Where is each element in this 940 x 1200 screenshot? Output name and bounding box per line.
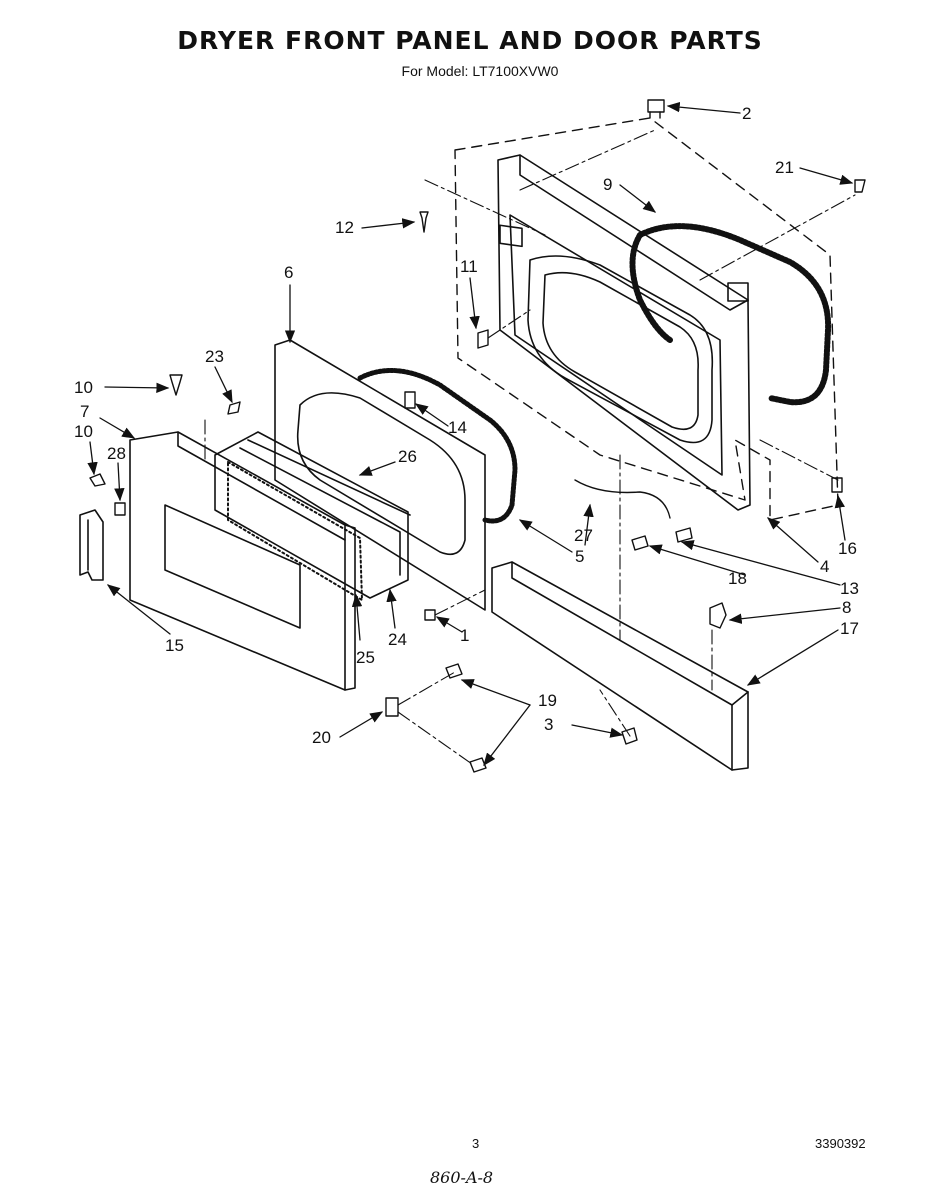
callout-25: 25	[356, 648, 375, 667]
callout-10-left: 10	[74, 422, 93, 441]
dashed-assembly-outline	[454, 117, 839, 521]
callout-10-top: 10	[74, 378, 93, 397]
model-subtitle: For Model: LT7100XVW0	[401, 63, 559, 79]
inner-door-liner	[274, 339, 486, 611]
callout-17: 17	[840, 619, 859, 638]
callout-28: 28	[107, 444, 126, 463]
callout-arrows	[87, 101, 854, 767]
callout-21: 21	[775, 158, 794, 177]
callout-18: 18	[728, 569, 747, 588]
toe-panel	[491, 561, 749, 771]
callout-2: 2	[742, 104, 751, 123]
front-panel-frame	[497, 154, 751, 511]
callout-8: 8	[842, 598, 851, 617]
callout-19: 19	[538, 691, 557, 710]
document-number: 3390392	[815, 1136, 866, 1151]
callout-20: 20	[312, 728, 331, 747]
door-handle	[79, 509, 104, 581]
callout-13: 13	[840, 579, 859, 598]
assembly-leader-lines	[204, 129, 856, 765]
callout-16: 16	[838, 539, 857, 558]
inner-door-gasket	[357, 367, 518, 524]
callout-labels: 2 21 9 12 11 6 23 10 7 10 28 14 26 27 5 …	[74, 104, 859, 747]
callout-24: 24	[388, 630, 407, 649]
page-title: DRYER FRONT PANEL AND DOOR PARTS	[177, 26, 763, 55]
callout-11: 11	[460, 257, 478, 276]
page-number: 3	[472, 1136, 480, 1151]
callout-7: 7	[80, 402, 89, 421]
callout-9: 9	[603, 175, 612, 194]
door-outer-panel	[129, 431, 356, 691]
callout-1: 1	[460, 626, 469, 645]
callout-26: 26	[398, 447, 417, 466]
callout-12: 12	[335, 218, 354, 237]
callout-5: 5	[575, 547, 584, 566]
small-hardware-parts	[89, 99, 866, 773]
callout-27: 27	[574, 526, 593, 545]
callout-14: 14	[448, 418, 467, 437]
callout-3: 3	[544, 715, 553, 734]
callout-23: 23	[205, 347, 224, 366]
callout-6: 6	[284, 263, 293, 282]
handwritten-note: 860-A-8	[430, 1168, 494, 1187]
callout-4: 4	[820, 557, 829, 576]
callout-15: 15	[165, 636, 184, 655]
door-seal-gasket	[629, 223, 832, 406]
